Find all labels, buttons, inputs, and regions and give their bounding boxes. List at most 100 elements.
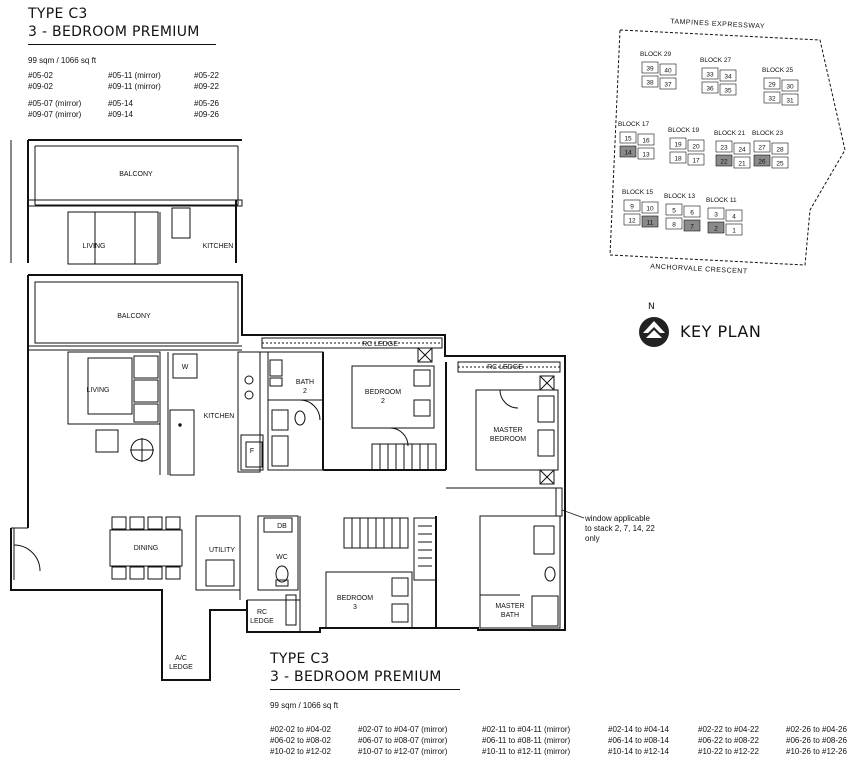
- master-bedroom-outline: [446, 361, 563, 517]
- key-plan-unit-number: 6: [690, 210, 694, 217]
- bottom-unit-type: TYPE C3: [270, 651, 330, 667]
- label-balcony-top: BALCONY: [119, 171, 153, 178]
- top-unit-type: TYPE C3: [28, 6, 88, 22]
- label-rc-ledge-3-l2: LEDGE: [250, 618, 274, 625]
- label-master-bath-l2: BATH: [501, 612, 519, 619]
- dining-outline: [11, 516, 183, 580]
- unit-number: #09-22: [194, 82, 219, 91]
- key-plan-unit-number: 32: [768, 96, 776, 103]
- key-plan-unit-number: 22: [720, 159, 728, 166]
- label-fridge: F: [250, 448, 254, 455]
- key-plan-unit-number: 26: [758, 159, 766, 166]
- key-plan-unit: [725, 223, 743, 236]
- key-plan-block-label: BLOCK 29: [640, 51, 671, 58]
- unit-number: #05-14: [108, 99, 133, 108]
- label-master-bath-l1: MASTER: [495, 603, 524, 610]
- bedroom3-outline: [325, 516, 437, 629]
- window-note-leader: [562, 509, 585, 519]
- north-label: N: [648, 302, 655, 312]
- unit-number: #09-26: [194, 110, 219, 119]
- key-plan-block-label: BLOCK 21: [714, 130, 745, 137]
- label-bath2-l1: BATH: [296, 379, 314, 386]
- balcony-outline: [28, 281, 242, 351]
- living-furniture: [67, 351, 161, 475]
- key-plan-block-label: BLOCK 11: [706, 197, 737, 204]
- bottom-header-rule: [270, 689, 460, 690]
- key-plan-title: KEY PLAN: [680, 322, 762, 341]
- label-db: DB: [277, 523, 287, 530]
- key-plan-block-label: BLOCK 23: [752, 130, 783, 137]
- key-plan-unit-number: 19: [674, 142, 682, 149]
- unit-walls: [10, 274, 566, 681]
- key-plan-unit: [641, 61, 659, 74]
- upper-unit-partial: [10, 139, 243, 265]
- top-header-rule: [28, 44, 216, 45]
- key-plan-unit-number: 31: [786, 98, 794, 105]
- unit-range: #02-07 to #04-07 (mirror): [358, 725, 448, 734]
- unit-number: #09-11 (mirror): [108, 82, 161, 91]
- key-plan-unit: [781, 93, 799, 106]
- utility-wc-outline: [195, 515, 301, 632]
- rc-ledge-top: [261, 337, 443, 363]
- label-bath2-l2: 2: [303, 388, 307, 395]
- key-plan-unit-number: 10: [646, 206, 654, 213]
- label-balcony: BALCONY: [117, 313, 151, 320]
- label-living-top: LIVING: [83, 243, 106, 250]
- unit-range: #10-26 to #12-26: [786, 747, 847, 756]
- key-plan-unit: [687, 139, 705, 152]
- key-plan-unit: [715, 154, 733, 167]
- label-wc: WC: [276, 554, 288, 561]
- key-plan-unit: [665, 217, 683, 230]
- label-kitchen-top: KITCHEN: [203, 243, 234, 250]
- key-plan-unit-number: 40: [664, 68, 672, 75]
- key-plan-unit: [763, 77, 781, 90]
- key-plan-unit-number: 8: [672, 222, 676, 229]
- unit-range: #02-22 to #04-22: [698, 725, 759, 734]
- key-plan-unit-number: 36: [706, 86, 714, 93]
- unit-range: #02-02 to #04-02: [270, 725, 331, 734]
- key-plan-unit: [707, 221, 725, 234]
- key-plan-unit: [753, 140, 771, 153]
- label-master-bedroom-l2: BEDROOM: [490, 436, 526, 443]
- key-plan-unit: [623, 199, 641, 212]
- key-plan-block-label: BLOCK 27: [700, 57, 731, 64]
- unit-range: #06-11 to #08-11 (mirror): [482, 736, 571, 745]
- key-plan-unit-number: 27: [758, 145, 766, 152]
- unit-range: #06-26 to #08-26: [786, 736, 847, 745]
- key-plan-unit-number: 3: [714, 212, 718, 219]
- key-plan-site: TAMPINES EXPRESSWAY ANCHORVALE CRESCENT …: [609, 18, 846, 275]
- key-plan-unit-number: 37: [664, 82, 672, 89]
- key-plan-unit-number: 21: [738, 161, 746, 168]
- key-plan-unit: [687, 153, 705, 166]
- master-bath-outline: [479, 515, 561, 629]
- unit-range: #10-11 to #12-11 (mirror): [482, 747, 571, 756]
- unit-range: #02-11 to #04-11 (mirror): [482, 725, 571, 734]
- bottom-unit-area: 99 sqm / 1066 sq ft: [270, 701, 339, 710]
- bath2-outline: [267, 351, 324, 471]
- unit-range: #10-22 to #12-22: [698, 747, 759, 756]
- key-plan-unit-number: 29: [768, 82, 776, 89]
- window-note-line: window applicable: [585, 514, 650, 523]
- key-plan-unit: [763, 91, 781, 104]
- key-plan-unit-number: 11: [647, 220, 654, 227]
- key-plan-unit: [669, 137, 687, 150]
- label-ac-ledge-l2: LEDGE: [169, 664, 193, 671]
- key-plan-unit: [637, 133, 655, 146]
- unit-number: #05-26: [194, 99, 219, 108]
- key-plan-unit-number: 1: [732, 228, 736, 235]
- key-plan-unit: [619, 145, 637, 158]
- unit-number: #05-11 (mirror): [108, 71, 161, 80]
- label-master-bedroom-l1: MASTER: [493, 427, 522, 434]
- unit-range: #02-26 to #04-26: [786, 725, 847, 734]
- label-bedroom2-l2: 2: [381, 398, 385, 405]
- unit-number: #05-02: [28, 71, 53, 80]
- key-plan-unit-number: 2: [714, 226, 718, 233]
- key-plan-unit: [719, 69, 737, 82]
- unit-range: #06-07 to #08-07 (mirror): [358, 736, 448, 745]
- unit-range: #10-02 to #12-02: [270, 747, 331, 756]
- key-plan-unit: [641, 215, 659, 228]
- key-plan-unit-number: 14: [624, 150, 632, 157]
- key-plan-unit: [725, 209, 743, 222]
- key-plan-unit: [669, 151, 687, 164]
- window-note-line: only: [585, 534, 600, 543]
